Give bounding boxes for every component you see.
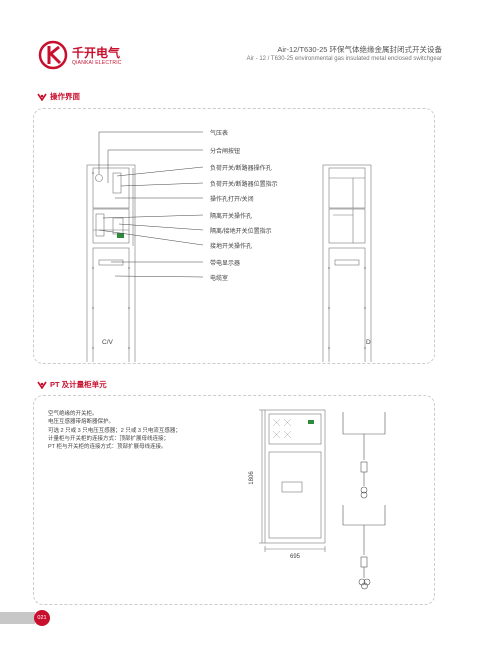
page-footer-bar bbox=[0, 612, 35, 624]
pt-cabinet-drawing: 1806 695 bbox=[249, 409, 386, 590]
dimension-width: 695 bbox=[290, 554, 301, 560]
description-line: 计量柜与开关柜的连接方式：顶部扩展母线连接； bbox=[48, 435, 170, 442]
callout-disconnector-hole: 隔离开关操作孔 bbox=[210, 214, 253, 220]
transformer-icon bbox=[358, 578, 366, 586]
callout-breaker-position-indicator: 负荷开关/断路器位置指示 bbox=[210, 182, 278, 188]
busbar-line bbox=[342, 505, 386, 526]
callout-leader bbox=[107, 149, 203, 183]
callout-pressure-gauge: 气压表 bbox=[210, 131, 229, 137]
pt-metering-panel bbox=[33, 395, 435, 605]
cabinet-d-outline bbox=[322, 164, 372, 362]
callout-earthing-hole: 接地开关操作孔 bbox=[210, 244, 253, 250]
section-title: 操作界面 bbox=[50, 92, 80, 101]
section-bullet-icon bbox=[37, 381, 47, 389]
callout-leader bbox=[102, 214, 204, 219]
callout-breaker-operating-hole: 负荷开关/断路器操作孔 bbox=[210, 166, 272, 172]
callout-leader bbox=[116, 166, 204, 177]
section-heading-pt-metering: PT 及计量柜单元 bbox=[37, 379, 107, 390]
callout-leader bbox=[98, 131, 203, 174]
brand-name-en: QIANKAI ELECTRIC bbox=[72, 60, 122, 66]
page-number: 021 bbox=[34, 610, 50, 626]
description-line: 电压互感器带熔断器保护。 bbox=[48, 419, 115, 426]
cabinet-d-label: D bbox=[366, 339, 371, 346]
indicator-icon bbox=[308, 420, 314, 424]
description-line: 可选 2 只或 3 只电压互感器；2 只或 3 只电流互感器； bbox=[48, 427, 181, 434]
operation-drawing bbox=[86, 131, 372, 362]
indicator-icon bbox=[117, 233, 124, 238]
callout-hole-open-close: 操作孔打开/关闭 bbox=[210, 197, 254, 203]
cabinet-cv-label: C/V bbox=[102, 339, 113, 346]
callout-cable-room: 电缆室 bbox=[210, 276, 229, 282]
description-line: 空气绝缘的开关柜。 bbox=[48, 411, 98, 417]
page-title: Air-12/T630-25 环保气体绝缘金属封闭式开关设备 bbox=[277, 45, 442, 54]
brand-name: 千开电气 bbox=[72, 46, 121, 60]
operation-panel bbox=[33, 108, 435, 364]
cabinet-cv-outline bbox=[86, 164, 136, 362]
callout-leader bbox=[98, 229, 204, 246]
dimension-height: 1806 bbox=[249, 471, 255, 485]
fuse-icon bbox=[360, 461, 368, 473]
callout-leader bbox=[120, 182, 204, 187]
section-title: PT 及计量柜单元 bbox=[50, 380, 107, 389]
callout-live-indicator: 带电显示器 bbox=[210, 261, 241, 267]
section-bullet-icon bbox=[37, 93, 47, 101]
description-line: PT 柜与开关柜的连接方式：顶部扩展母线连接。 bbox=[48, 444, 167, 451]
section-heading-operation: 操作界面 bbox=[37, 91, 80, 102]
qiankai-logo-icon bbox=[38, 40, 68, 70]
callout-open-close-button: 分合闸按钮 bbox=[210, 149, 241, 155]
pressure-gauge-icon bbox=[95, 174, 103, 182]
page-subtitle: Air - 12 / T630-25 environmental gas ins… bbox=[246, 56, 442, 62]
callout-leader bbox=[118, 223, 204, 231]
fuse-icon bbox=[360, 556, 368, 568]
busbar-line bbox=[342, 412, 386, 435]
callout-leader bbox=[114, 275, 204, 278]
callout-earthing-position-indicator: 隔离/接地开关位置指示 bbox=[210, 229, 272, 235]
transformer-icon bbox=[360, 486, 368, 494]
pt-cabinet-outline bbox=[264, 409, 326, 544]
pt-description: 空气绝缘的开关柜。 电压互感器带熔断器保护。 可选 2 只或 3 只电压互感器；… bbox=[48, 410, 181, 451]
